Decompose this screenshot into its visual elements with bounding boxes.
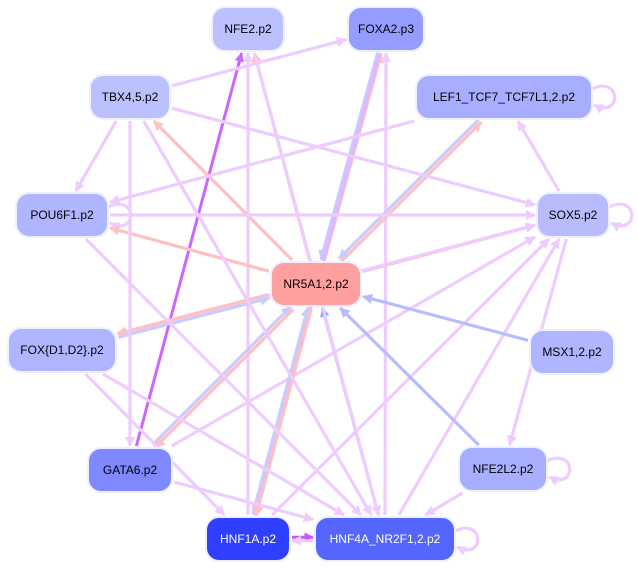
edge-hnf1a-p2-to-nr5a1-2-p2: [251, 306, 311, 515]
node-hnf4a-nr2f1-2-p2[interactable]: HNF4A_NR2F1,2.p2: [314, 516, 456, 562]
edge-sox5-p2-to-sox5-p2: [608, 202, 634, 232]
node-box[interactable]: [15, 192, 109, 238]
node-box[interactable]: [536, 192, 610, 238]
edge-nfe2l2-p2-to-nfe2l2-p2: [546, 456, 572, 486]
node-box[interactable]: [529, 329, 615, 375]
edge-fox-d1-d2-p2-to-nr5a1-2-p2: [118, 295, 271, 339]
node-box[interactable]: [347, 6, 425, 52]
node-box[interactable]: [458, 446, 548, 492]
node-tbx4-5-p2[interactable]: TBX4,5.p2: [89, 74, 171, 120]
node-nr5a1-2-p2[interactable]: NR5A1,2.p2: [270, 261, 362, 307]
edge-msx1-2-p2-to-nr5a1-2-p2: [362, 293, 529, 342]
node-sox5-p2[interactable]: SOX5.p2: [536, 192, 610, 238]
edge-hnf4a-nr2f1-2-p2-to-sox5-p2: [397, 238, 561, 516]
edge-nr5a1-2-p2-to-lef1-tcf7-tcf7l1-2-p2: [340, 121, 483, 263]
node-label: GATA6.p2: [103, 463, 158, 477]
node-label: HNF4A_NR2F1,2.p2: [330, 532, 441, 546]
node-box[interactable]: [87, 447, 173, 493]
node-label: NFE2.p2: [224, 22, 272, 36]
node-box[interactable]: [211, 6, 285, 52]
edge-sox5-p2-to-lef1-tcf7-tcf7l1-2-p2: [516, 120, 561, 192]
node-box[interactable]: [270, 261, 362, 307]
node-gata6-p2[interactable]: GATA6.p2: [87, 447, 173, 493]
node-box[interactable]: [89, 74, 171, 120]
edge-tbx4-5-p2-to-sox5-p2: [171, 106, 536, 208]
edge-nr5a1-2-p2-to-tbx4-5-p2: [152, 119, 294, 262]
node-label: SOX5.p2: [549, 208, 598, 222]
edge-nr5a1-2-p2-to-hnf1a-p2: [253, 308, 313, 517]
node-hnf1a-p2[interactable]: HNF1A.p2: [205, 516, 291, 562]
edge-fox-d1-d2-p2-to-hnf1a-p2: [84, 372, 226, 517]
edge-gata6-p2-to-sox5-p2: [170, 235, 536, 448]
edge-gata6-p2-to-hnf4a-nr2f1-2-p2: [173, 480, 314, 523]
edge-fox-d1-d2-p2-to-hnf4a-nr2f1-2-p2: [102, 372, 345, 517]
node-box[interactable]: [205, 516, 291, 562]
edge-lef1-tcf7-tcf7l1-2-p2-to-nr5a1-2-p2: [337, 118, 480, 260]
edge-hnf4a-nr2f1-2-p2-to-foxa2-p3: [380, 51, 392, 516]
edge-nfe2l2-p2-to-hnf4a-nr2f1-2-p2: [424, 491, 464, 517]
node-foxa2-p3[interactable]: FOXA2.p3: [347, 6, 425, 52]
edge-nfe2l2-p2-to-nr5a1-2-p2: [339, 306, 480, 447]
node-label: TBX4,5.p2: [102, 90, 159, 104]
edge-pou6f1-p2-to-hnf4a-nr2f1-2-p2: [84, 237, 363, 517]
node-pou6f1-p2[interactable]: POU6F1.p2: [15, 192, 109, 238]
edge-tbx4-5-p2-to-hnf4a-nr2f1-2-p2: [142, 120, 373, 516]
node-label: NFE2L2.p2: [473, 462, 534, 476]
edge-nr5a1-2-p2-to-pou6f1-p2: [109, 225, 270, 273]
node-label: LEF1_TCF7_TCF7L1,2.p2: [433, 90, 575, 104]
node-label: FOXA2.p3: [358, 22, 414, 36]
node-lef1-tcf7-tcf7l1-2-p2[interactable]: LEF1_TCF7_TCF7L1,2.p2: [415, 74, 593, 120]
node-msx1-2-p2[interactable]: MSX1,2.p2: [529, 329, 615, 375]
node-nfe2l2-p2[interactable]: NFE2L2.p2: [458, 446, 548, 492]
node-box[interactable]: [314, 516, 456, 562]
edges-layer: [74, 37, 634, 556]
edge-lef1-tcf7-tcf7l1-2-p2-to-pou6f1-p2: [109, 119, 415, 205]
node-label: HNF1A.p2: [220, 532, 276, 546]
node-box[interactable]: [7, 327, 117, 373]
node-nfe2-p2[interactable]: NFE2.p2: [211, 6, 285, 52]
edge-lef1-tcf7-tcf7l1-2-p2-to-lef1-tcf7-tcf7l1-2-p2: [591, 84, 617, 114]
edge-hnf4a-nr2f1-2-p2-to-hnf4a-nr2f1-2-p2: [454, 526, 480, 556]
node-box[interactable]: [415, 74, 593, 120]
edge-nr5a1-2-p2-to-fox-d1-d2-p2: [116, 292, 269, 337]
node-label: FOX{D1,D2}.p2: [20, 343, 104, 357]
edge-tbx4-5-p2-to-pou6f1-p2: [74, 120, 118, 192]
node-label: NR5A1,2.p2: [283, 277, 349, 291]
node-fox-d1-d2-p2[interactable]: FOX{D1,D2}.p2: [7, 327, 117, 373]
node-label: POU6F1.p2: [30, 208, 94, 222]
node-label: MSX1,2.p2: [542, 345, 602, 359]
edge-tbx4-5-p2-to-foxa2-p3: [171, 37, 347, 88]
